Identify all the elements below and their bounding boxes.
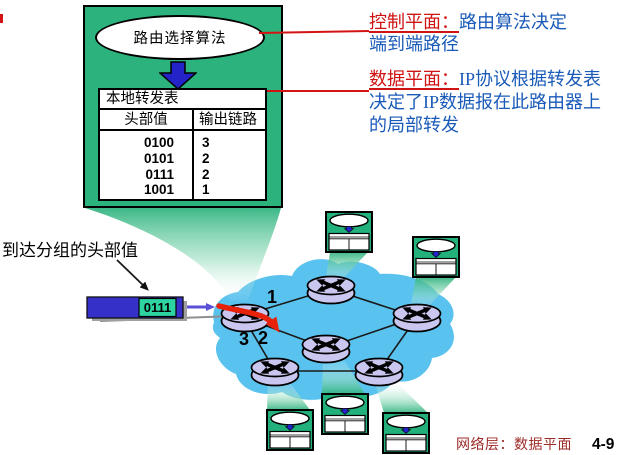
footer-section-title: 网络层：数据平面 <box>456 438 572 453</box>
link-1 <box>244 288 332 316</box>
forwarding-table-header-values: 0100 0101 0111 1001 <box>100 131 194 199</box>
port-label-1: 1 <box>267 287 277 307</box>
slide-footer: 网络层：数据平面 4-9 <box>456 434 614 454</box>
mini-forwarding-table <box>266 409 314 451</box>
router-right <box>394 305 441 332</box>
control-plane-text-line2: 端到端路径 <box>369 34 459 54</box>
mini-forwarding-table <box>382 412 430 454</box>
forwarding-path-arrow <box>216 303 280 333</box>
table-cell: 1001 <box>143 182 174 198</box>
col-header-header-value: 头部值 <box>100 110 194 129</box>
router-control-box: 路由选择算法 本地转发表 头部值 输出链路 0100 0101 0111 100… <box>83 5 283 208</box>
slide-edge-mark <box>0 14 3 23</box>
link-3 <box>244 319 276 372</box>
arriving-packet-label: 到达分组的头部值 <box>2 241 138 260</box>
table-beam <box>267 380 310 410</box>
router-bottom-left <box>252 359 299 386</box>
control-plane-note: 控制平面：路由算法决定 端到端路径 <box>369 11 631 55</box>
table-cell: 0101 <box>143 150 174 166</box>
port-label-2: 2 <box>258 328 268 348</box>
router-top <box>308 277 355 304</box>
table-cell: 1 <box>202 182 210 198</box>
router-bottom-right <box>356 359 403 386</box>
packet-body <box>86 296 184 319</box>
forwarding-table: 本地转发表 头部值 输出链路 0100 0101 0111 1001 3 2 2… <box>98 88 267 201</box>
table-cell: 0100 <box>143 135 174 150</box>
forwarding-table-output-links: 3 2 2 1 <box>194 131 265 199</box>
col-header-output-link: 输出链路 <box>199 112 257 128</box>
link-2 <box>244 317 327 349</box>
data-plane-text-line2: 决定了IP数据报在此路由器上 <box>369 92 602 112</box>
table-beam <box>325 252 368 283</box>
network-links <box>244 288 418 372</box>
packet-header-field <box>138 297 177 318</box>
packet-shadow <box>92 301 187 321</box>
packet: 0111 <box>86 296 187 321</box>
packet-header-value: 0111 <box>144 300 172 315</box>
port-label-3: 3 <box>239 329 249 349</box>
down-arrow-icon <box>159 61 197 90</box>
mini-forwarding-table <box>412 236 460 278</box>
control-plane-text-line1: 路由算法决定 <box>459 12 567 32</box>
data-plane-text-line1: IP协议根据转发表 <box>459 69 602 89</box>
table-beam <box>322 358 365 394</box>
link-middle-right <box>325 316 418 349</box>
table-cell: 0111 <box>145 166 174 182</box>
network-cloud <box>212 259 454 400</box>
table-cell: 2 <box>202 166 210 182</box>
mini-forwarding-table <box>321 393 369 435</box>
link-top-right <box>330 288 418 318</box>
data-plane-label: 数据平面： <box>369 69 459 89</box>
control-plane-label: 控制平面： <box>369 12 459 32</box>
router-middle <box>303 336 350 363</box>
routing-algorithm-label: 路由选择算法 <box>133 31 227 47</box>
table-beam <box>410 277 456 309</box>
table-cell: 3 <box>202 135 210 150</box>
label-pointer-arrow <box>116 259 149 291</box>
forwarding-table-body: 0100 0101 0111 1001 3 2 2 1 <box>100 131 265 199</box>
packet-wire <box>99 315 235 322</box>
footer-page-number: 4-9 <box>592 436 615 453</box>
mini-forwarding-table <box>325 211 373 253</box>
data-plane-text-line3: 的局部转发 <box>369 115 459 135</box>
routing-algorithm-ellipse: 路由选择算法 <box>95 15 265 60</box>
forwarding-table-title: 本地转发表 <box>100 90 265 110</box>
router-entry <box>222 305 269 332</box>
forwarding-table-header: 头部值 输出链路 <box>100 110 265 131</box>
table-beam <box>374 380 428 413</box>
data-plane-note: 数据平面：IP协议根据转发表 决定了IP数据报在此路由器上 的局部转发 <box>369 68 632 137</box>
table-cell: 2 <box>202 150 210 166</box>
link-bottomright-right <box>378 316 418 372</box>
